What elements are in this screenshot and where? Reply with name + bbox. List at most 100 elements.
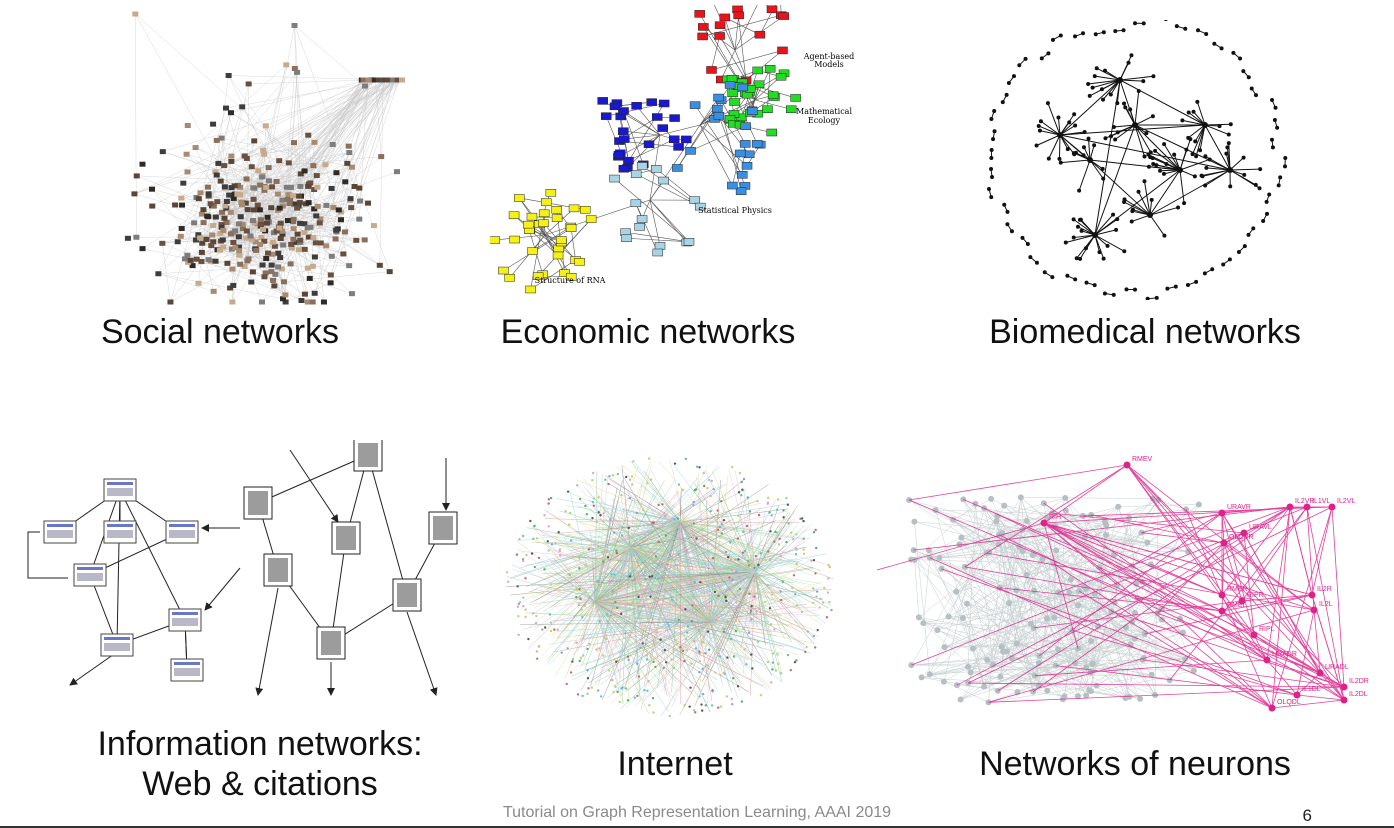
social-edge <box>239 187 298 235</box>
internet-node <box>823 586 826 590</box>
social-edge <box>282 231 357 241</box>
social-edge <box>308 142 315 203</box>
internet-node <box>606 556 610 559</box>
internet-node <box>596 579 599 583</box>
internet-node <box>698 652 702 655</box>
neuron-pink-edges <box>876 464 1345 709</box>
neuron-grey-node <box>981 683 988 690</box>
bio-hub-edge <box>1204 124 1231 171</box>
internet-node <box>729 541 732 544</box>
neuron-pink-edge <box>1033 600 1243 629</box>
neuron-grey-edge <box>966 603 1094 664</box>
internet-node <box>586 647 589 651</box>
internet-edge <box>679 521 731 542</box>
social-node <box>287 184 294 190</box>
social-edge <box>259 172 337 210</box>
neuron-grey-node <box>1013 640 1020 647</box>
neuron-grey-edge <box>914 559 920 618</box>
neuron-grey-node <box>1183 506 1190 513</box>
internet-node <box>730 697 733 701</box>
internet-node <box>751 667 754 670</box>
social-node <box>249 269 256 275</box>
neuron-grey-node <box>993 518 1000 525</box>
neuron-grey-edge <box>1092 619 1163 665</box>
internet-node <box>667 624 670 627</box>
internet-node <box>774 530 777 534</box>
econ-node <box>574 258 585 266</box>
internet-edge <box>594 570 656 603</box>
internet-edge <box>629 499 698 548</box>
bio-node <box>1065 147 1070 152</box>
social-edge <box>254 79 394 224</box>
neuron-pink-edge <box>1111 610 1345 688</box>
internet-edge <box>679 521 732 639</box>
bio-node <box>1202 271 1207 276</box>
social-node <box>268 205 275 211</box>
bio-hub-edge <box>1149 169 1231 216</box>
bio-node <box>1092 143 1097 148</box>
social-node <box>243 155 250 161</box>
internet-edge <box>594 601 744 638</box>
neuron-grey-node <box>1044 687 1051 694</box>
econ-node <box>657 124 668 132</box>
internet-edge <box>599 502 711 623</box>
bio-node <box>1145 296 1150 301</box>
econ-edge <box>724 17 736 51</box>
internet-node <box>554 541 557 545</box>
internet-node <box>750 653 753 656</box>
neuron-pink-edge <box>997 506 1291 692</box>
internet-edge <box>594 601 611 666</box>
internet-node <box>627 658 630 662</box>
social-node <box>237 192 244 198</box>
internet-node <box>692 503 695 507</box>
internet-node <box>828 565 831 569</box>
neuron-grey-node <box>963 600 970 607</box>
neuron-pink-edge <box>1253 634 1345 688</box>
internet-node <box>646 562 650 565</box>
social-node <box>323 202 330 208</box>
label-ecology: Ecology <box>808 116 841 125</box>
neuron-grey-node <box>1035 660 1042 667</box>
bio-node <box>1219 46 1224 51</box>
social-node <box>223 198 230 204</box>
neuron-grey-edge <box>1055 612 1158 666</box>
bio-spoke-edge <box>1094 234 1125 252</box>
internet-node <box>707 478 711 482</box>
internet-node <box>515 553 519 556</box>
bio-spoke-edge <box>1092 79 1121 89</box>
internet-node <box>779 672 783 675</box>
social-edge <box>312 79 374 303</box>
social-node <box>199 240 206 246</box>
internet-node <box>571 658 575 661</box>
neuron-node <box>1123 461 1131 469</box>
internet-node <box>584 564 587 567</box>
social-edge <box>240 184 261 188</box>
bio-node <box>1190 152 1195 157</box>
econ-node <box>509 235 520 244</box>
internet-edge <box>679 571 756 716</box>
social-node <box>277 220 284 226</box>
internet-edge <box>526 527 631 548</box>
social-node <box>198 211 205 217</box>
social-node <box>311 187 318 193</box>
internet-edge <box>594 581 749 603</box>
bio-node <box>1249 86 1254 91</box>
internet-node <box>770 593 774 596</box>
internet-edge <box>594 596 771 603</box>
bio-node <box>1191 109 1196 114</box>
internet-node <box>577 603 581 606</box>
internet-node <box>717 594 720 598</box>
internet-edge <box>581 601 596 640</box>
bio-spoke-edge <box>1149 214 1165 236</box>
bio-spoke-edge <box>1113 124 1136 128</box>
internet-node <box>537 645 540 648</box>
internet-node <box>709 509 712 513</box>
neuron-grey-edge <box>914 521 1034 555</box>
bio-spoke-edge <box>1204 124 1229 136</box>
social-edge <box>206 75 229 240</box>
social-node <box>159 240 166 246</box>
internet-edge <box>551 601 596 637</box>
bio-spoke-edge <box>1131 214 1151 222</box>
internet-node <box>505 571 509 574</box>
social-node <box>284 218 291 224</box>
